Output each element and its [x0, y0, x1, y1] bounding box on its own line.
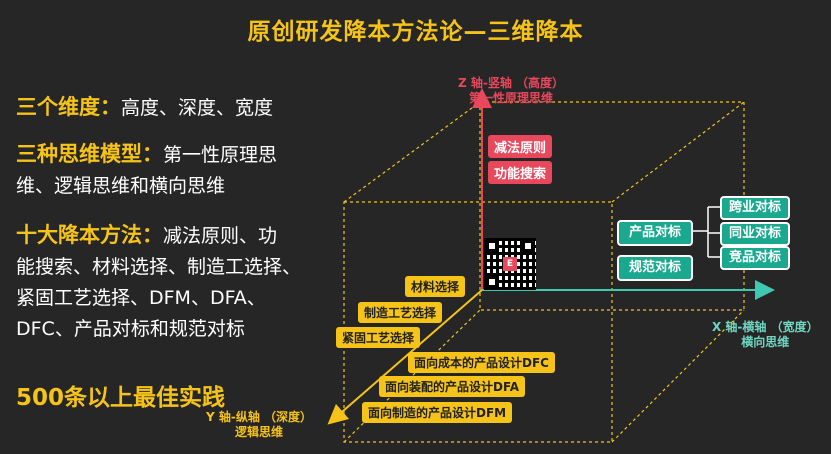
page-title: 原创研发降本方法论—三维降本 — [247, 19, 584, 45]
tag-manufacturing-process-selection: 制造工艺选择 — [358, 302, 443, 323]
tag-dfa: 面向装配的产品设计DFA — [379, 376, 526, 397]
benchmark-connector — [691, 206, 720, 258]
methods-text-4: DFC、产品对标和规范对标 — [16, 318, 245, 340]
y-axis-label-line2: 逻辑思维 — [235, 425, 284, 439]
dimensions-label: 三个维度： — [16, 95, 121, 119]
methods-text-2: 能搜索、材料选择、制造工选择、 — [16, 256, 302, 278]
tag-dfc: 面向成本的产品设计DFC — [408, 352, 555, 373]
x-axis-label: X 轴-横轴 （宽度） 横向思维 — [712, 320, 819, 350]
tag-material-selection: 材料选择 — [405, 276, 466, 297]
y-axis-label-line1: Y 轴-纵轴 （深度） — [206, 410, 313, 424]
tag-cross-industry-benchmarking: 跨业对标 — [720, 196, 790, 220]
tag-dfm: 面向制造的产品设计DFM — [362, 402, 513, 423]
models-block: 三种思维模型：第一性原理思 维、逻辑思维和横向思维 — [16, 139, 277, 202]
methods-text-1: 减法原则、功 — [163, 225, 278, 247]
methods-text-3: 紧固工艺选择、DFM、DFA、 — [16, 287, 266, 309]
z-axis-label: Z 轴-竖轴 （高度） 第一性原理思维 — [458, 76, 564, 106]
x-axis-label-line1: X 轴-横轴 （宽度） — [712, 320, 819, 334]
x-axis-label-line2: 横向思维 — [741, 335, 790, 349]
tag-competitor-benchmarking: 竞品对标 — [720, 246, 790, 270]
dimensions-text: 高度、深度、宽度 — [121, 97, 274, 119]
models-label: 三种思维模型： — [16, 142, 163, 166]
qr-code: E — [484, 238, 536, 290]
tag-standard-benchmarking: 规范对标 — [617, 255, 693, 281]
models-text-2: 维、逻辑思维和横向思维 — [16, 175, 226, 197]
tag-fastening-process-selection: 紧固工艺选择 — [336, 327, 421, 348]
tag-function-search: 功能搜索 — [488, 161, 553, 184]
models-text-1: 第一性原理思 — [163, 144, 278, 166]
y-axis-label: Y 轴-纵轴 （深度） 逻辑思维 — [206, 410, 312, 440]
dimensions-line: 三个维度：高度、深度、宽度 — [16, 92, 273, 124]
tag-subtraction-principle: 减法原则 — [488, 135, 553, 158]
methods-label: 十大降本方法： — [16, 223, 163, 247]
practice-line: 500条以上最佳实践 — [16, 385, 226, 411]
z-axis-label-line1: Z 轴-竖轴 （高度） — [458, 76, 565, 90]
methods-block: 十大降本方法：减法原则、功 能搜索、材料选择、制造工选择、 紧固工艺选择、DFM… — [16, 220, 301, 345]
tag-product-benchmarking: 产品对标 — [617, 220, 693, 246]
z-axis-label-line2: 第一性原理思维 — [469, 91, 554, 105]
tag-same-industry-benchmarking: 同业对标 — [720, 222, 790, 246]
qr-logo-icon: E — [503, 257, 517, 271]
